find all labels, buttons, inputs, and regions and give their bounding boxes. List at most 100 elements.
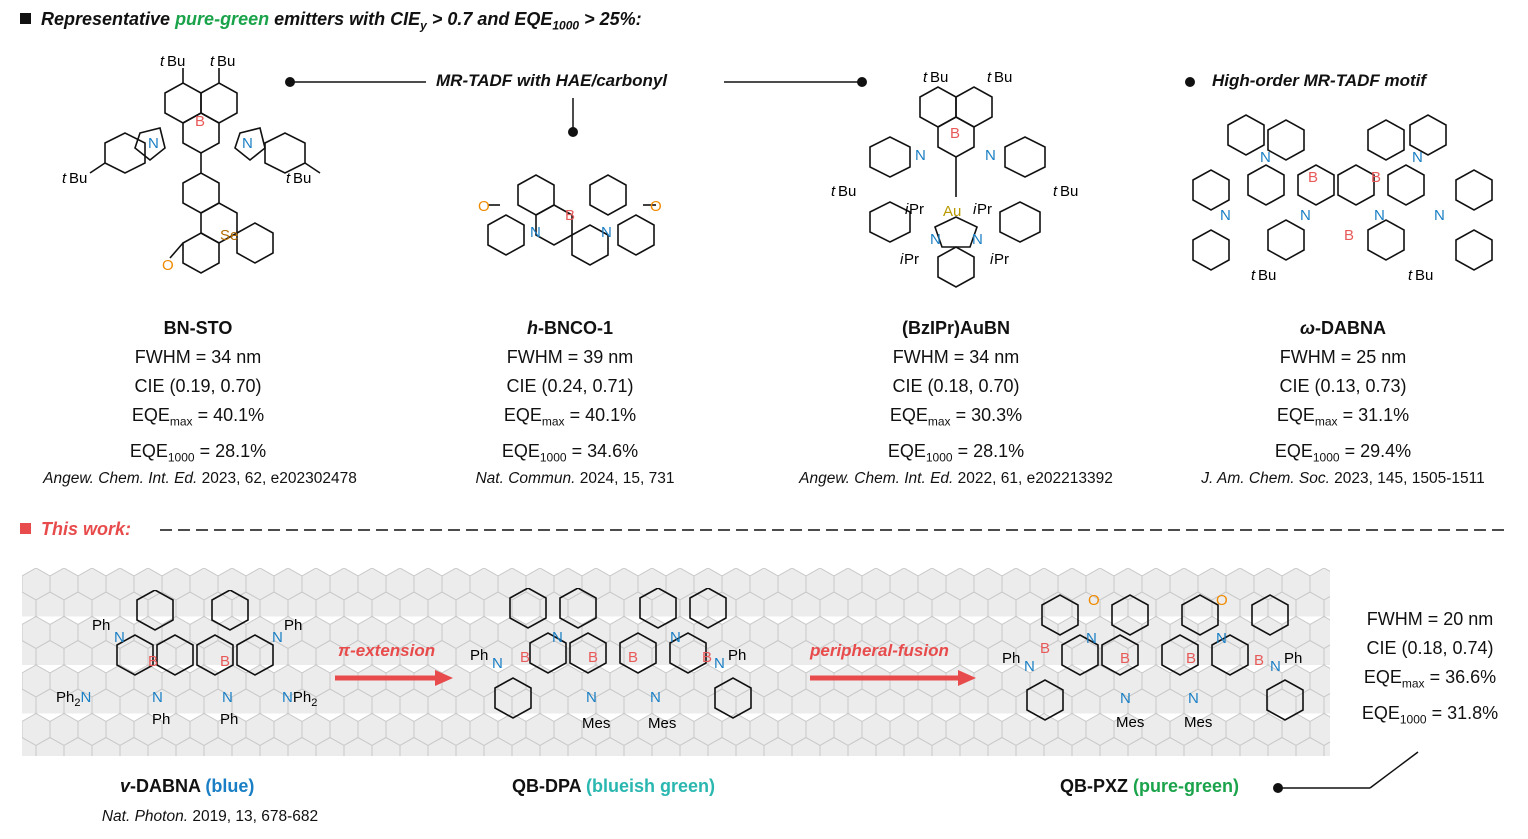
svg-text:Pr: Pr — [909, 201, 924, 218]
qb-pxz-data: FWHM = 20 nm CIE (0.18, 0.74) EQEmax = 3… — [1330, 605, 1528, 734]
this-work-header: This work: — [20, 519, 131, 540]
svg-text:N: N — [1300, 207, 1311, 224]
svg-text:Mes: Mes — [648, 715, 676, 732]
fwhm-value: FWHM = 39 nm — [506, 347, 634, 367]
ref-omega-dabna: J. Am. Chem. Soc. 2023, 145, 1505-1511 — [1201, 470, 1485, 487]
arrow-pi-extension — [335, 670, 453, 686]
cie-value: CIE (0.18, 0.74) — [1366, 638, 1494, 658]
svg-text:O: O — [650, 198, 662, 215]
group-connectors — [285, 77, 1195, 137]
svg-text:B: B — [148, 653, 158, 670]
svg-text:i: i — [905, 201, 909, 218]
header-text-a: emitters with CIE — [269, 9, 421, 29]
compound-omega-dabna: ω-DABNA FWHM = 25 nm CIE (0.13, 0.73) EQ… — [1243, 314, 1443, 472]
bullet-square-icon — [20, 13, 31, 24]
svg-text:N: N — [1220, 207, 1231, 224]
fwhm-value: FWHM = 34 nm — [134, 347, 262, 367]
structure-qb-dpa: N N Ph N B B B B N Ph N N Mes Mes — [470, 588, 752, 732]
svg-text:O: O — [1216, 592, 1228, 609]
arrow-label-peripheral-fusion: peripheral-fusion — [810, 641, 949, 660]
svg-text:N: N — [1270, 658, 1281, 675]
compound-prefix: ω — [1299, 318, 1316, 338]
header-sub-y: y — [420, 18, 427, 33]
svg-text:B: B — [1120, 650, 1130, 667]
svg-text:Bu: Bu — [293, 170, 311, 187]
svg-text:Mes: Mes — [582, 715, 610, 732]
svg-text:Ph: Ph — [1002, 650, 1020, 667]
svg-text:Bu: Bu — [1415, 267, 1433, 284]
arrow-peripheral-fusion — [810, 670, 976, 686]
svg-text:Ph: Ph — [220, 711, 238, 728]
svg-text:O: O — [162, 257, 174, 274]
eqe-max-value: EQEmax = 40.1% — [503, 405, 637, 429]
svg-text:N: N — [586, 689, 597, 706]
structure-v-dabna: Ph N N Ph B B Ph2N NPh2 N N Ph Ph — [56, 590, 317, 728]
svg-text:N: N — [272, 629, 283, 646]
eqe-1000-value: EQE1000 = 31.8% — [1361, 702, 1499, 727]
cie-value: CIE (0.18, 0.70) — [892, 376, 1020, 396]
fwhm-value: FWHM = 34 nm — [892, 347, 1020, 367]
fwhm-value: FWHM = 20 nm — [1366, 609, 1494, 629]
svg-text:Bu: Bu — [167, 53, 185, 70]
svg-text:Pr: Pr — [977, 201, 992, 218]
svg-text:Bu: Bu — [217, 53, 235, 70]
label-high-order: High-order MR-TADF motif — [1212, 71, 1427, 90]
svg-text:t: t — [160, 53, 165, 70]
svg-text:Ph: Ph — [1284, 650, 1302, 667]
svg-text:Ph: Ph — [284, 617, 302, 634]
svg-text:Ph: Ph — [470, 647, 488, 664]
svg-text:B: B — [195, 113, 205, 130]
svg-text:N: N — [1434, 207, 1445, 224]
svg-text:O: O — [478, 198, 490, 215]
svg-text:i: i — [900, 251, 904, 268]
eqe-max-value: EQEmax = 31.1% — [1276, 405, 1410, 429]
ref-v-dabna: Nat. Photon. 2019, 13, 678-682 — [101, 808, 319, 825]
compound-h-bnco-1: h-BNCO-1 FWHM = 39 nm CIE (0.24, 0.71) E… — [470, 314, 670, 472]
header-prefix: Representative — [41, 9, 176, 29]
svg-text:t: t — [1408, 267, 1413, 284]
header-highlight: pure-green — [175, 9, 270, 29]
svg-text:O: O — [1088, 592, 1100, 609]
compound-name: -DABNA — [1315, 318, 1387, 338]
structure-qb-pxz: O O B N B B N B Ph N N Ph N N Mes Mes — [1002, 592, 1304, 731]
compound-name: -BNCO-1 — [538, 318, 613, 338]
svg-text:Ph: Ph — [152, 711, 170, 728]
svg-text:N: N — [1120, 690, 1131, 707]
svg-text:B: B — [588, 649, 598, 666]
svg-text:N: N — [930, 231, 941, 248]
cie-value: CIE (0.13, 0.73) — [1279, 376, 1407, 396]
cie-value: CIE (0.24, 0.71) — [506, 376, 634, 396]
header-text-c: > 25%: — [579, 9, 642, 29]
svg-text:t: t — [286, 170, 291, 187]
svg-text:N: N — [1216, 630, 1227, 647]
svg-text:B: B — [1186, 650, 1196, 667]
svg-text:B: B — [1254, 652, 1264, 669]
svg-text:NPh2: NPh2 — [282, 689, 317, 709]
svg-text:N: N — [1260, 149, 1271, 166]
structure-h-bnco-1: O O B N N — [478, 174, 662, 266]
svg-text:Mes: Mes — [1184, 714, 1212, 731]
svg-text:Pr: Pr — [994, 251, 1009, 268]
compound-bzipr-aubn: (BzIPr)AuBN FWHM = 34 nm CIE (0.18, 0.70… — [856, 314, 1056, 472]
svg-text:N: N — [915, 147, 926, 164]
svg-text:N: N — [1188, 690, 1199, 707]
eqe-1000-value: EQE1000 = 28.1% — [129, 440, 267, 465]
arrow-label-pi-extension: π-extension — [338, 641, 436, 660]
bullet-square-icon — [20, 523, 31, 534]
header-sub-1000: 1000 — [552, 18, 580, 33]
svg-text:N: N — [552, 629, 563, 646]
svg-text:t: t — [210, 53, 215, 70]
svg-text:i: i — [973, 201, 977, 218]
fwhm-value: FWHM = 25 nm — [1279, 347, 1407, 367]
eqe-1000-value: EQE1000 = 29.4% — [1274, 440, 1412, 465]
svg-text:N: N — [972, 231, 983, 248]
svg-text:B: B — [1308, 169, 1318, 186]
svg-text:t: t — [831, 183, 836, 200]
section-header: Representative pure-green emitters with … — [20, 9, 642, 33]
compound-name: (BzIPr)AuBN — [902, 318, 1010, 338]
svg-text:t: t — [1053, 183, 1058, 200]
svg-text:N: N — [985, 147, 996, 164]
name-v-dabna: v-DABNA (blue) — [120, 776, 255, 796]
svg-text:Bu: Bu — [930, 69, 948, 86]
